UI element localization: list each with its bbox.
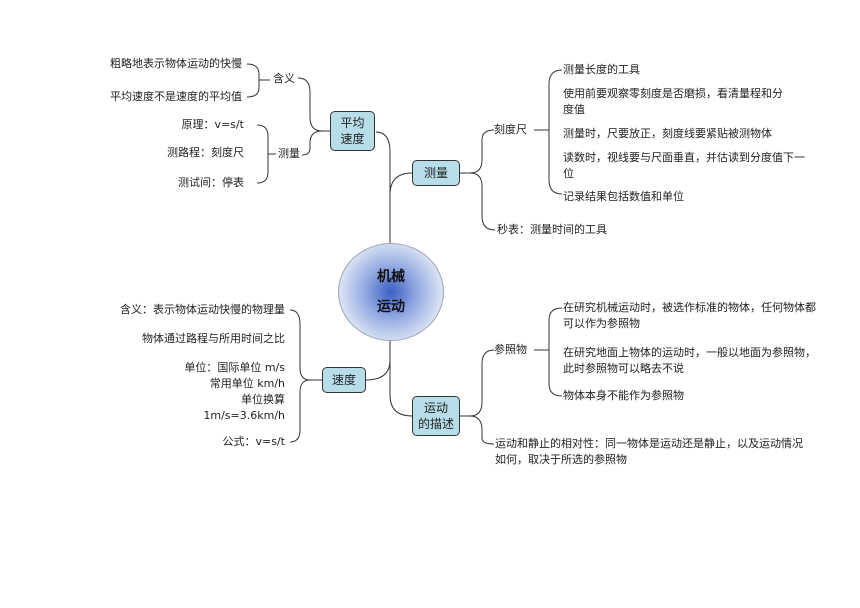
- center-node: 机械 运动: [338, 243, 444, 341]
- ruler-item: 测量时，尺要放正，刻度线要紧贴被测物体: [563, 127, 772, 140]
- node-average-speed-line1: 平均: [340, 116, 365, 130]
- node-motion-description-line2: 的描述: [417, 417, 454, 431]
- avg-meaning-item: 粗略地表示物体运动的快慢: [110, 57, 242, 70]
- center-title-line1: 机械: [377, 269, 405, 285]
- node-speed-label: 速度: [331, 373, 356, 387]
- node-average-speed-line2: 速度: [340, 132, 365, 146]
- ruler-item: 记录结果包括数值和单位: [563, 190, 684, 203]
- node-measurement-label: 测量: [423, 166, 448, 180]
- avg-meaning-item: 平均速度不是速度的平均值: [110, 90, 242, 103]
- reference-item: 在研究机械运动时，被选作标准的物体，任何物体都可以作为参照物: [563, 301, 816, 330]
- reference-item: 物体本身不能作为参照物: [563, 389, 684, 402]
- avg-measure-item: 测路程：刻度尺: [167, 146, 244, 159]
- ruler-item: 使用前要观察零刻度是否磨损，看清量程和分度值: [563, 87, 783, 116]
- node-average-speed: 平均 速度: [330, 111, 375, 151]
- speed-unit-line: 1m/s=3.6km/h: [203, 409, 285, 422]
- speed-unit-line: 单位换算: [241, 393, 285, 406]
- avg-measure-item: 原理：v=s/t: [181, 118, 244, 131]
- ruler-label: 刻度尺: [494, 123, 527, 136]
- speed-unit-line: 单位：国际单位 m/s: [184, 361, 285, 374]
- speed-meaning: 含义：表示物体运动快慢的物理量: [120, 303, 285, 316]
- ruler-item: 读数时，视线要与尺面垂直，并估读到分度值下一位: [563, 151, 805, 180]
- avg-measure-item: 测试间：停表: [178, 176, 244, 189]
- stopwatch-label: 秒表：测量时间的工具: [497, 223, 607, 236]
- node-motion-description-line1: 运动: [423, 401, 448, 415]
- avg-meaning-label: 含义: [273, 72, 295, 85]
- speed-ratio: 物体通过路程与所用时间之比: [142, 332, 285, 345]
- node-motion-description: 运动 的描述: [412, 396, 460, 436]
- relativity-text: 运动和静止的相对性：同一物体是运动还是静止，以及运动情况如何，取决于所选的参照物: [495, 437, 803, 466]
- speed-unit-line: 常用单位 km/h: [209, 377, 285, 390]
- avg-measure-label: 测量: [278, 147, 300, 160]
- center-title-line2: 运动: [377, 299, 405, 315]
- reference-label: 参照物: [494, 343, 527, 356]
- node-speed: 速度: [322, 367, 366, 393]
- ruler-item: 测量长度的工具: [563, 63, 640, 76]
- reference-item: 在研究地面上物体的运动时，一般以地面为参照物，此时参照物可以略去不说: [563, 346, 816, 375]
- node-measurement: 测量: [412, 160, 460, 186]
- speed-formula: 公式：v=s/t: [222, 435, 285, 448]
